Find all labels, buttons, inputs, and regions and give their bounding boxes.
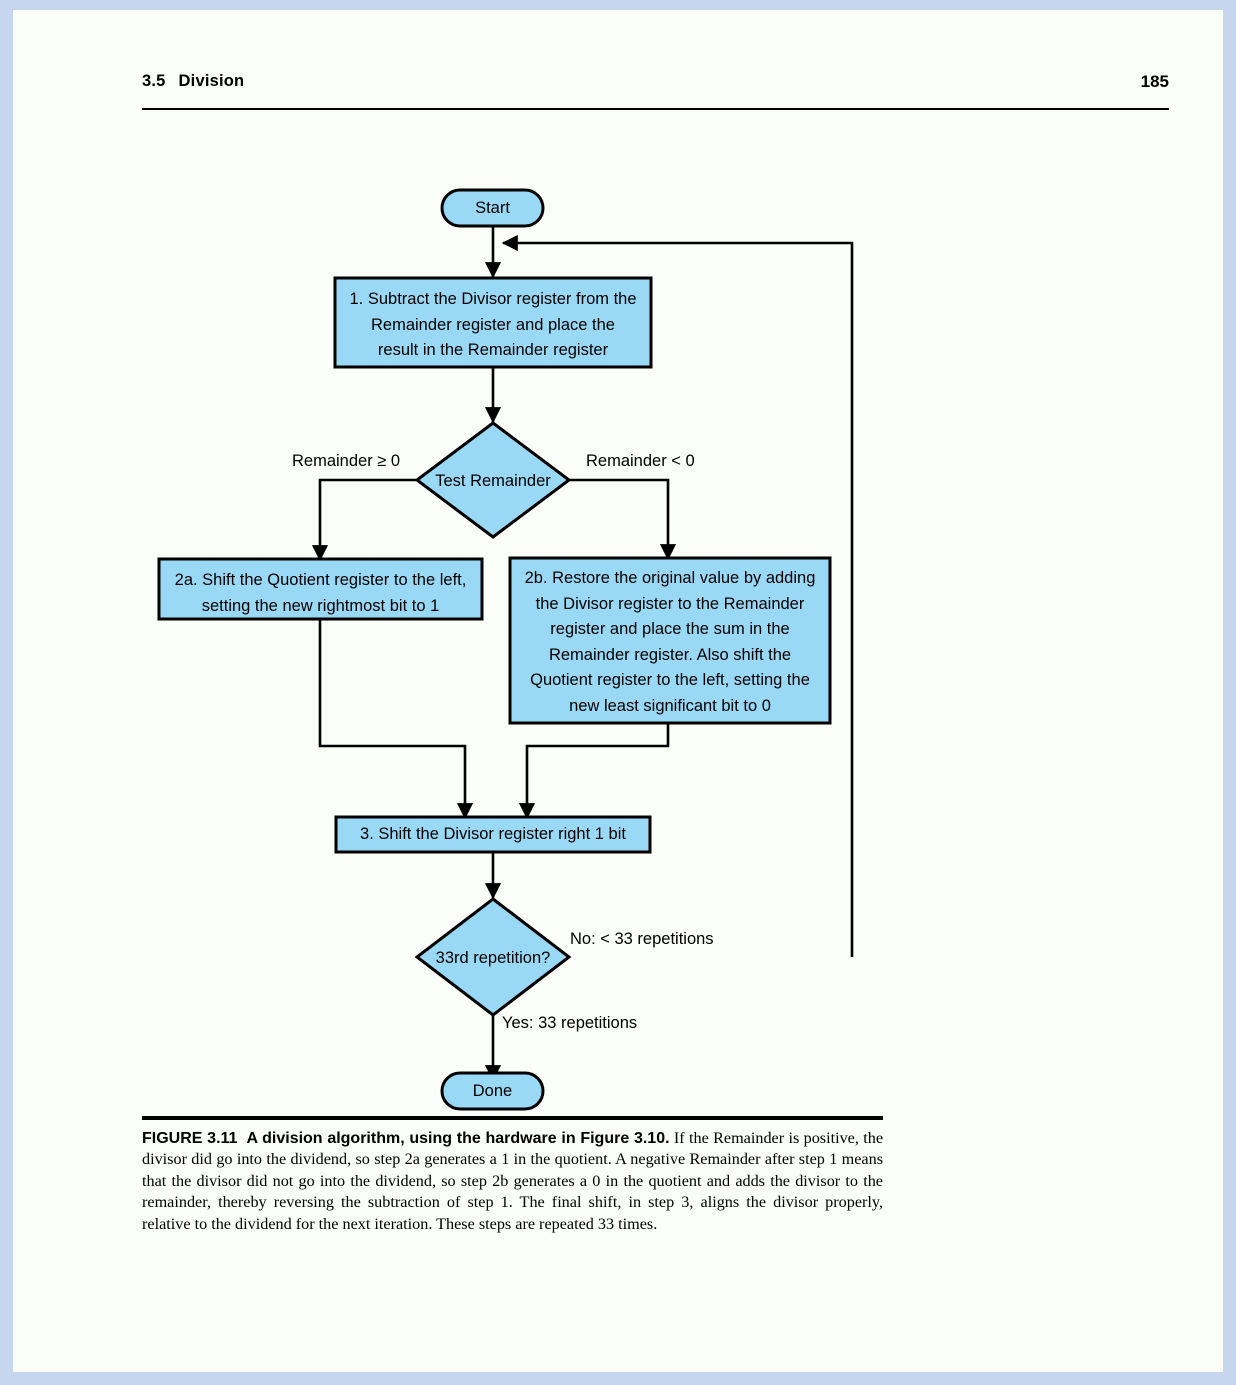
figure-caption: FIGURE 3.11 A division algorithm, using t… xyxy=(142,1116,883,1235)
header-rule xyxy=(142,108,1169,110)
caption-title: A division algorithm, using the hardware… xyxy=(246,1130,670,1147)
edge-label-remainder-ge-zero: Remainder ≥ 0 xyxy=(292,452,401,470)
edge-step2b-to-step3 xyxy=(518,722,670,820)
page-number: 185 xyxy=(1140,72,1169,91)
node-repetition-test xyxy=(414,897,572,1017)
page-sheet: 3.5 Division 185 xyxy=(13,10,1223,1372)
edge-feedback-loop xyxy=(501,234,854,957)
edge-step2a-to-step3 xyxy=(318,619,474,820)
edge-label-yes-branch: Yes: 33 repetitions xyxy=(502,1014,638,1032)
running-head: 3.5 Division 185 xyxy=(142,72,1169,120)
node-step3 xyxy=(334,815,652,854)
caption-rule xyxy=(142,1116,883,1120)
flowchart-figure: Start 1. Subtract the Divisor register f… xyxy=(13,10,1223,1372)
caption-figure-number: FIGURE 3.11 xyxy=(142,1130,238,1147)
node-step1 xyxy=(333,276,653,369)
section-number: 3.5 xyxy=(142,72,166,90)
edge-label-no-branch: No: < 33 repetitions xyxy=(570,930,714,948)
node-start xyxy=(440,188,545,228)
edge-label-remainder-lt-zero: Remainder < 0 xyxy=(586,452,695,470)
running-head-left: 3.5 Division xyxy=(142,72,244,91)
node-step2a xyxy=(157,557,484,621)
flow-connectors xyxy=(311,226,854,1082)
caption-text: FIGURE 3.11 A division algorithm, using t… xyxy=(142,1128,883,1235)
edge-test-to-step2b xyxy=(568,478,677,561)
node-done xyxy=(440,1071,545,1111)
flowchart-svg xyxy=(157,188,854,1111)
node-test-remainder xyxy=(414,421,572,539)
caption-body: If the Remainder is positive, the diviso… xyxy=(142,1129,884,1233)
edge-test-to-step2a xyxy=(311,478,418,562)
node-step2b xyxy=(508,556,832,725)
section-title: Division xyxy=(178,72,245,90)
